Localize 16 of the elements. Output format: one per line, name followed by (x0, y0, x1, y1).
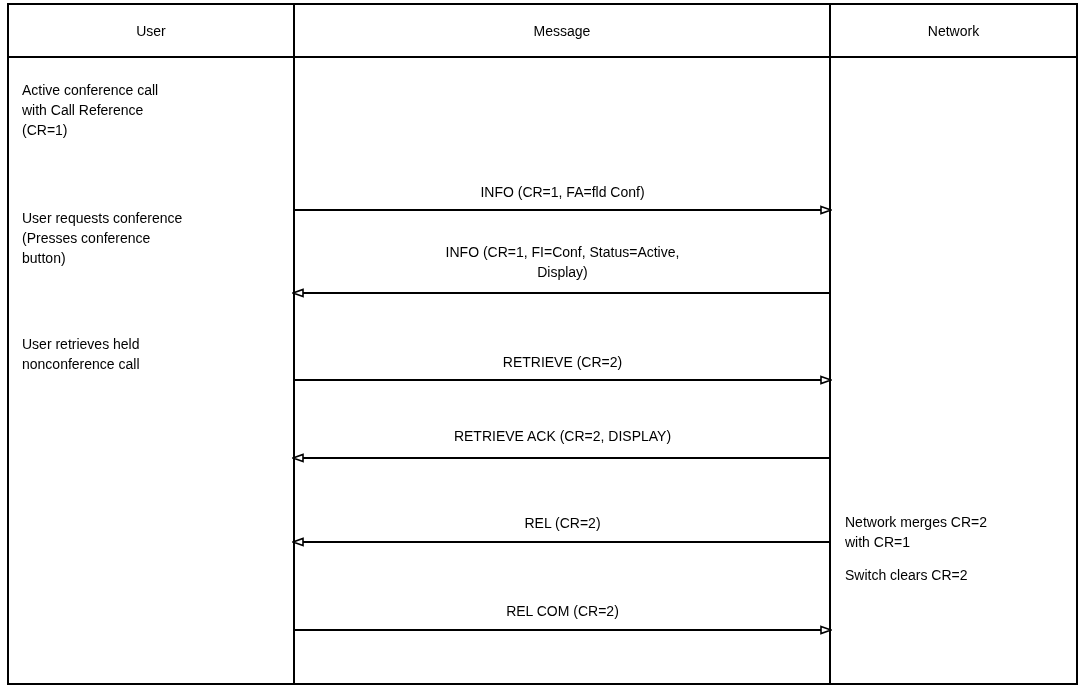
note-text: User requests conference (Presses conference button) (22, 209, 184, 268)
note-text: Active conference call with Call Reference (CR=1) (22, 81, 160, 140)
message-arrow (292, 453, 832, 463)
message-arrow (292, 288, 832, 298)
column-header: User (9, 5, 293, 58)
note-text: Switch clears CR=2 (845, 566, 969, 585)
message-arrow (292, 625, 832, 635)
note-text: Network merges CR=2 with CR=1 (845, 513, 988, 552)
message-arrow (292, 205, 832, 215)
table-column (7, 3, 295, 685)
note-text: User retrieves held nonconference call (22, 335, 141, 374)
table-column (829, 3, 1078, 685)
column-header: Network (831, 5, 1076, 58)
column-header: Message (532, 21, 592, 41)
message-arrow (292, 537, 832, 547)
message-arrow (292, 375, 832, 385)
